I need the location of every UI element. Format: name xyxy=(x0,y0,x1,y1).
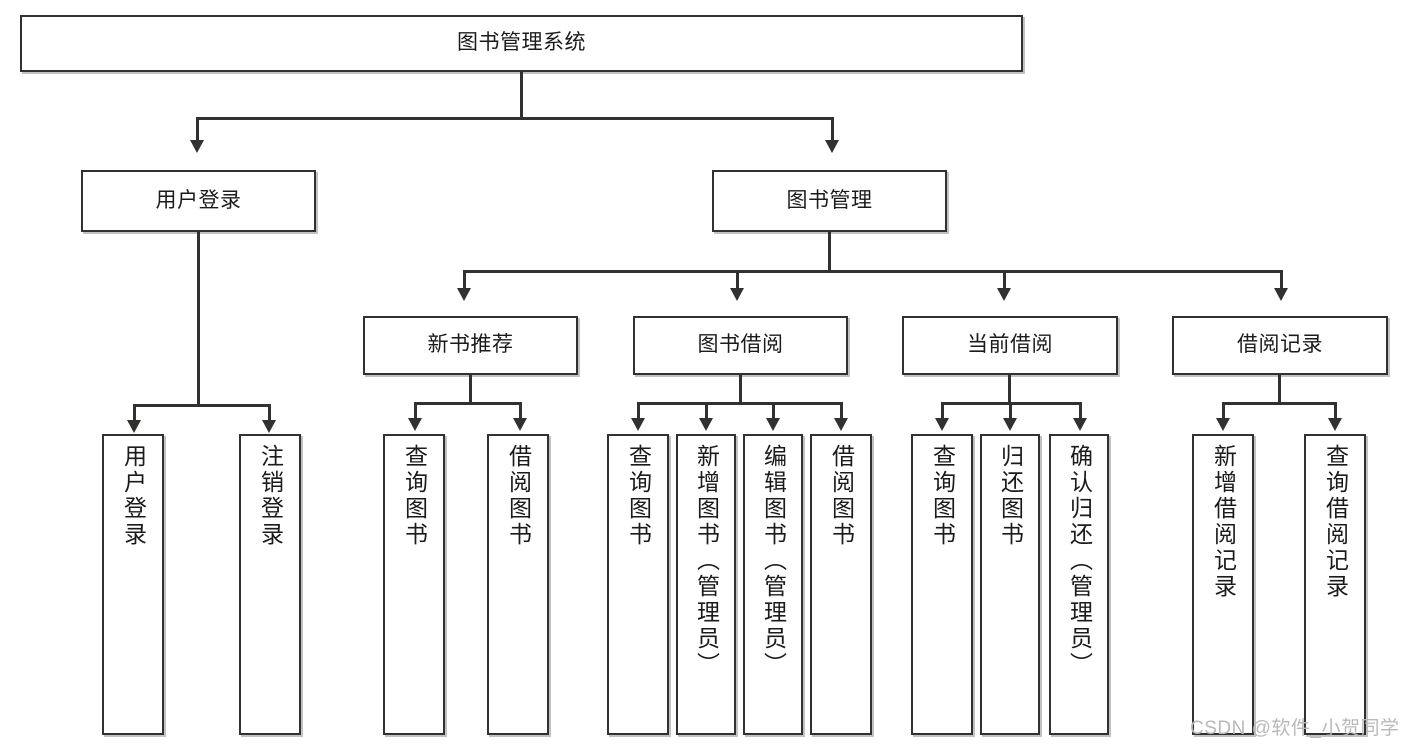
arrowhead-cb-leaf-3 xyxy=(1073,418,1087,431)
leaf-user-login-2[interactable]: 注销登录 xyxy=(239,434,301,735)
node-label: 图书管理系统 xyxy=(457,31,586,55)
node-label: 注销登录 xyxy=(257,444,284,548)
connector-root-drop-left xyxy=(196,117,199,142)
connector-nbr-drop-2 xyxy=(519,402,522,420)
leaf-new-book-recommend-2[interactable]: 借阅图书 xyxy=(487,434,549,735)
connector-br-stem xyxy=(1278,375,1281,404)
connector-bm-drop-2 xyxy=(736,270,739,290)
node-new-book-recommend[interactable]: 新书推荐 xyxy=(363,316,578,375)
connector-root-drop-right xyxy=(831,117,834,142)
arrowhead-br-leaf-1 xyxy=(1216,418,1230,431)
connector-user-login-drop-2 xyxy=(268,404,271,422)
connector-bm-drop-1 xyxy=(463,270,466,290)
node-label: 查询图书 xyxy=(929,444,956,548)
leaf-book-borrow-2[interactable]: 新增图书（管理员） xyxy=(676,434,736,735)
connector-bb-stem xyxy=(739,375,742,404)
node-label: 新增图书（管理员） xyxy=(693,444,720,678)
arrowhead-nbr-leaf-2 xyxy=(513,418,527,431)
arrowhead-cb-leaf-1 xyxy=(935,418,949,431)
connector-bm-drop-4 xyxy=(1280,270,1283,290)
connector-cb-drop-1 xyxy=(941,402,944,420)
leaf-book-borrow-4[interactable]: 借阅图书 xyxy=(810,434,872,735)
arrowhead-user-login-leaf-1 xyxy=(127,420,141,433)
node-label: 借阅记录 xyxy=(1237,333,1323,357)
arrowhead-to-book-borrow xyxy=(730,288,744,301)
leaf-new-book-recommend-1[interactable]: 查询图书 xyxy=(383,434,445,735)
connector-nbr-bus xyxy=(414,402,521,405)
node-label: 查询图书 xyxy=(401,444,428,548)
watermark-text: CSDN @软件_小贺同学 xyxy=(1190,718,1400,739)
csdn-watermark: CSDN @软件_小贺同学 xyxy=(1190,713,1399,740)
node-label: 查询借阅记录 xyxy=(1322,444,1349,600)
connector-br-bus xyxy=(1222,402,1336,405)
arrowhead-bb-leaf-2 xyxy=(699,418,713,431)
connector-bb-drop-2 xyxy=(705,402,708,420)
node-label: 借阅图书 xyxy=(505,444,532,548)
connector-bb-drop-4 xyxy=(840,402,843,420)
arrowhead-to-user-login xyxy=(190,140,204,153)
connector-br-drop-2 xyxy=(1334,402,1337,420)
node-label: 图书借阅 xyxy=(697,333,784,357)
node-label: 查询图书 xyxy=(625,444,652,548)
connector-root-stem xyxy=(520,72,523,118)
connector-br-drop-1 xyxy=(1222,402,1225,420)
connector-book-management-stem xyxy=(828,232,831,272)
arrowhead-nbr-leaf-1 xyxy=(408,418,422,431)
node-label: 新增借阅记录 xyxy=(1210,444,1237,600)
connector-root-bus xyxy=(196,117,833,120)
node-label: 当前借阅 xyxy=(967,333,1053,357)
node-book-borrow[interactable]: 图书借阅 xyxy=(633,316,848,375)
node-user-login[interactable]: 用户登录 xyxy=(81,170,316,232)
node-label: 确认归还（管理员） xyxy=(1066,444,1093,678)
connector-bb-drop-1 xyxy=(637,402,640,420)
node-root-book-management-system[interactable]: 图书管理系统 xyxy=(20,15,1023,72)
connector-user-login-drop-1 xyxy=(133,404,136,422)
leaf-borrow-record-2[interactable]: 查询借阅记录 xyxy=(1304,434,1366,735)
node-book-management[interactable]: 图书管理 xyxy=(712,170,947,232)
connector-nbr-drop-1 xyxy=(414,402,417,420)
node-label: 归还图书 xyxy=(997,444,1024,548)
node-label: 新书推荐 xyxy=(427,333,514,357)
node-current-borrow[interactable]: 当前借阅 xyxy=(902,316,1118,375)
node-label: 用户登录 xyxy=(155,188,242,212)
connector-bb-drop-3 xyxy=(772,402,775,420)
node-label: 图书管理 xyxy=(786,188,873,212)
arrowhead-bb-leaf-3 xyxy=(766,418,780,431)
connector-cb-stem xyxy=(1008,375,1011,404)
arrowhead-br-leaf-2 xyxy=(1328,418,1342,431)
arrowhead-user-login-leaf-2 xyxy=(262,420,276,433)
connector-bb-bus xyxy=(637,402,842,405)
leaf-current-borrow-3[interactable]: 确认归还（管理员） xyxy=(1049,434,1109,735)
arrowhead-to-book-management xyxy=(825,140,839,153)
arrowhead-to-current-borrow xyxy=(997,288,1011,301)
connector-user-login-bus xyxy=(133,404,270,407)
arrowhead-bb-leaf-1 xyxy=(631,418,645,431)
leaf-user-login-1[interactable]: 用户登录 xyxy=(102,434,164,735)
arrowhead-cb-leaf-2 xyxy=(1003,418,1017,431)
leaf-borrow-record-1[interactable]: 新增借阅记录 xyxy=(1192,434,1254,735)
node-label: 借阅图书 xyxy=(828,444,855,548)
arrowhead-to-new-book-recommend xyxy=(457,288,471,301)
connector-book-management-bus xyxy=(463,270,1283,273)
connector-cb-drop-2 xyxy=(1009,402,1012,420)
leaf-current-borrow-1[interactable]: 查询图书 xyxy=(911,434,973,735)
arrowhead-bb-leaf-4 xyxy=(834,418,848,431)
connector-user-login-stem xyxy=(197,232,200,406)
connector-bm-drop-3 xyxy=(1003,270,1006,290)
node-label: 用户登录 xyxy=(120,444,147,548)
leaf-current-borrow-2[interactable]: 归还图书 xyxy=(980,434,1040,735)
connector-nbr-stem xyxy=(469,375,472,404)
leaf-book-borrow-1[interactable]: 查询图书 xyxy=(607,434,669,735)
arrowhead-to-borrow-record xyxy=(1274,288,1288,301)
connector-cb-drop-3 xyxy=(1079,402,1082,420)
node-label: 编辑图书（管理员） xyxy=(760,444,787,678)
node-borrow-record[interactable]: 借阅记录 xyxy=(1172,316,1388,375)
leaf-book-borrow-3[interactable]: 编辑图书（管理员） xyxy=(743,434,803,735)
